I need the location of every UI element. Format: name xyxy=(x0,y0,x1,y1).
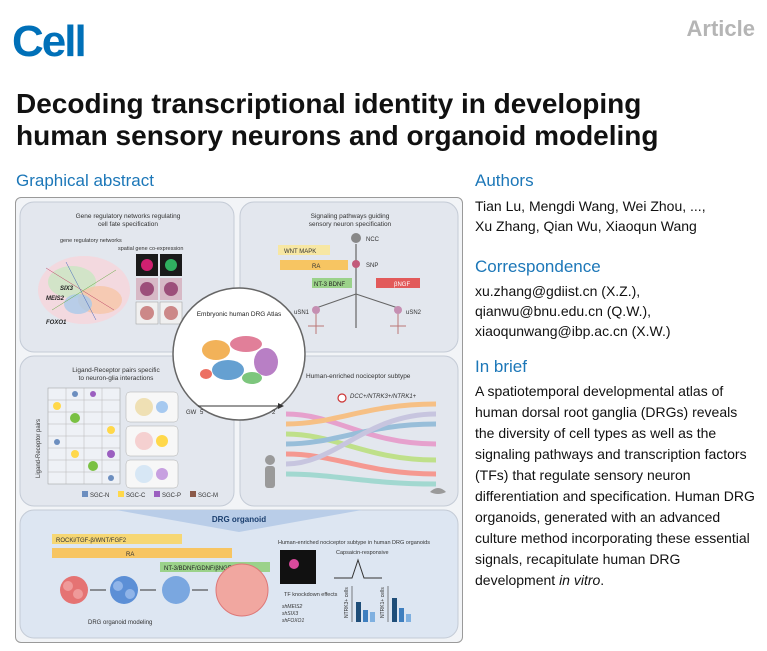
correspondence-email-2[interactable]: qianwu@bnu.edu.cn (Q.W.), xyxy=(475,303,652,319)
organoid-stages xyxy=(60,563,269,617)
organoid-capsaicin: Capsaicin-responsive xyxy=(336,550,389,556)
lr-legend: SGC-N SGC-C SGC-P SGC-M xyxy=(82,491,218,499)
pathway1-bar xyxy=(52,534,182,544)
noci-title: Human-enriched nociceptor subtype xyxy=(306,373,411,380)
authors-line-2: Xu Zhang, Qian Wu, Xiaoqun Wang xyxy=(475,218,697,234)
signal-wnt: WNT MAPK xyxy=(284,249,316,255)
human-silhouette-icon xyxy=(265,455,275,488)
lr-axis-label: Ligand-Receptor pairs xyxy=(36,419,42,478)
graphical-abstract-heading: Graphical abstract xyxy=(16,171,154,190)
nt3-gradient xyxy=(312,278,352,288)
signal-ncc-label: NCC xyxy=(366,237,380,243)
shrna-1: shMEIS2 xyxy=(282,604,303,610)
signal-nt3: NT-3 BDNF xyxy=(314,282,345,288)
lr-dot-grid xyxy=(47,387,121,485)
noci-cell-icon xyxy=(337,393,347,403)
organoid-banner: DRG organoid xyxy=(212,515,266,524)
lr-legend-sgc-n: SGC-N xyxy=(90,493,109,499)
signal-usn2: uSN2 xyxy=(406,310,422,316)
organoid-banner-arrow xyxy=(116,510,362,532)
lr-legend-sgc-c: SGC-C xyxy=(126,493,146,499)
correspondence-heading: Correspondence xyxy=(475,257,601,276)
shrna-2: shSIX3 xyxy=(282,611,298,617)
knockdown-bar-chart xyxy=(351,586,411,622)
pathway3-bar xyxy=(160,562,270,572)
grn-gene-foxo1: FOXO1 xyxy=(46,320,67,326)
shrna-3: shFOXO1 xyxy=(282,618,304,624)
lr-legend-sgc-p: SGC-P xyxy=(162,493,181,499)
usn1-cell xyxy=(312,306,320,314)
organoid-knockdown: TF knockdown effects xyxy=(284,592,338,598)
lr-cell-images xyxy=(125,391,179,489)
bars-left-label: NTRK3+ cells xyxy=(344,587,350,618)
noci-sankey-flows xyxy=(285,401,437,487)
signal-snp: SNP xyxy=(366,263,378,269)
in-brief-heading: In brief xyxy=(475,357,527,376)
in-brief-main: A spatiotemporal developmental atlas of … xyxy=(475,383,755,588)
neuron-shapes xyxy=(308,314,406,334)
lineage-branches xyxy=(315,293,399,309)
signal-ra: RA xyxy=(312,264,320,270)
signal-usn1: uSN1 xyxy=(294,310,310,316)
authors-line-1: Tian Lu, Mengdi Wang, Wei Zhou, ..., xyxy=(475,198,706,214)
spatial-tissue-images xyxy=(135,254,183,325)
usn2-cell xyxy=(394,306,402,314)
organoid-subtype-label: Human-enriched nociceptor subtype in hum… xyxy=(278,540,430,546)
snp-cell xyxy=(352,260,360,268)
ncc-cell xyxy=(351,233,361,243)
signal-title-1: Signaling pathways guiding xyxy=(311,213,390,220)
grn-gene-six3: SIX3 xyxy=(60,286,74,292)
ngf-gradient xyxy=(376,278,420,288)
capsaicin-trace xyxy=(334,558,382,579)
article-type-label: Article xyxy=(686,16,755,41)
in-brief-text: A spatiotemporal developmental atlas of … xyxy=(475,381,760,591)
grn-title-1: Gene regulatory networks regulating xyxy=(76,213,181,220)
noci-marker: DCC+/NTRK3+/NTRK1+ xyxy=(350,394,417,400)
atlas-tick-start: 5 xyxy=(200,410,204,416)
organoid-pathway2: RA xyxy=(126,552,134,558)
wnt-gradient xyxy=(278,245,330,255)
grn-sub-1: gene regulatory networks xyxy=(60,238,122,244)
correspondence-list: xu.zhang@gdiist.cn (X.Z.), qianwu@bnu.ed… xyxy=(475,281,760,341)
bars-right-label: NTRK1+ cells xyxy=(380,587,386,618)
atlas-tick-end: 2 xyxy=(272,410,276,416)
signal-title-2: sensory neuron specification xyxy=(309,221,392,228)
journal-logo: Cell xyxy=(12,17,87,66)
article-title: Decoding transcriptional identity in dev… xyxy=(16,88,751,152)
embryonic-atlas xyxy=(172,287,306,421)
grn-sub-2: spatial gene co-expression xyxy=(118,246,183,252)
authors-list: Tian Lu, Mengdi Wang, Wei Zhou, ..., Xu … xyxy=(475,196,760,236)
ra-gradient xyxy=(280,260,348,270)
panel-noci-bg xyxy=(239,355,459,507)
pathway2-bar xyxy=(52,548,232,558)
title-line-1: Decoding transcriptional identity in dev… xyxy=(16,88,642,119)
authors-heading: Authors xyxy=(475,171,534,190)
atlas-label: Embryonic human DRG Atlas xyxy=(197,311,282,318)
panel-signal-bg xyxy=(239,201,459,353)
organoid-pathway3: NT-3/BDNF/GDNF/βNGF xyxy=(164,566,232,572)
mouse-silhouette-icon xyxy=(430,488,446,494)
stain-spot xyxy=(289,559,299,569)
organoid-modeling-label: DRG organoid modeling xyxy=(88,620,152,626)
in-brief-end: . xyxy=(600,572,605,588)
in-brief-italic: in vitro xyxy=(559,572,601,588)
correspondence-email-1[interactable]: xu.zhang@gdiist.cn (X.Z.), xyxy=(475,283,641,299)
grn-title-2: cell fate specification xyxy=(98,221,158,228)
lr-title-2: to neuron-glia interactions xyxy=(79,375,155,382)
grn-network-cloud xyxy=(38,256,130,324)
signal-ngf: βNGF xyxy=(394,282,410,288)
organoid-pathway1: ROCKi/TGF-β/WNT/FGF2 xyxy=(56,538,127,544)
graphical-abstract-svg: Gene regulatory networks regulating cell… xyxy=(19,201,459,639)
lr-legend-sgc-m: SGC-M xyxy=(198,493,218,499)
lr-title-1: Ligand-Receptor pairs specific xyxy=(72,367,160,374)
correspondence-email-3[interactable]: xiaoqunwang@ibp.ac.cn (X.W.) xyxy=(475,323,671,339)
grn-gene-meis2: MEIS2 xyxy=(46,296,65,302)
atlas-gw: GW xyxy=(186,410,197,416)
graphical-abstract-figure: Gene regulatory networks regulating cell… xyxy=(15,197,463,643)
title-line-2: human sensory neurons and organoid model… xyxy=(16,120,659,151)
